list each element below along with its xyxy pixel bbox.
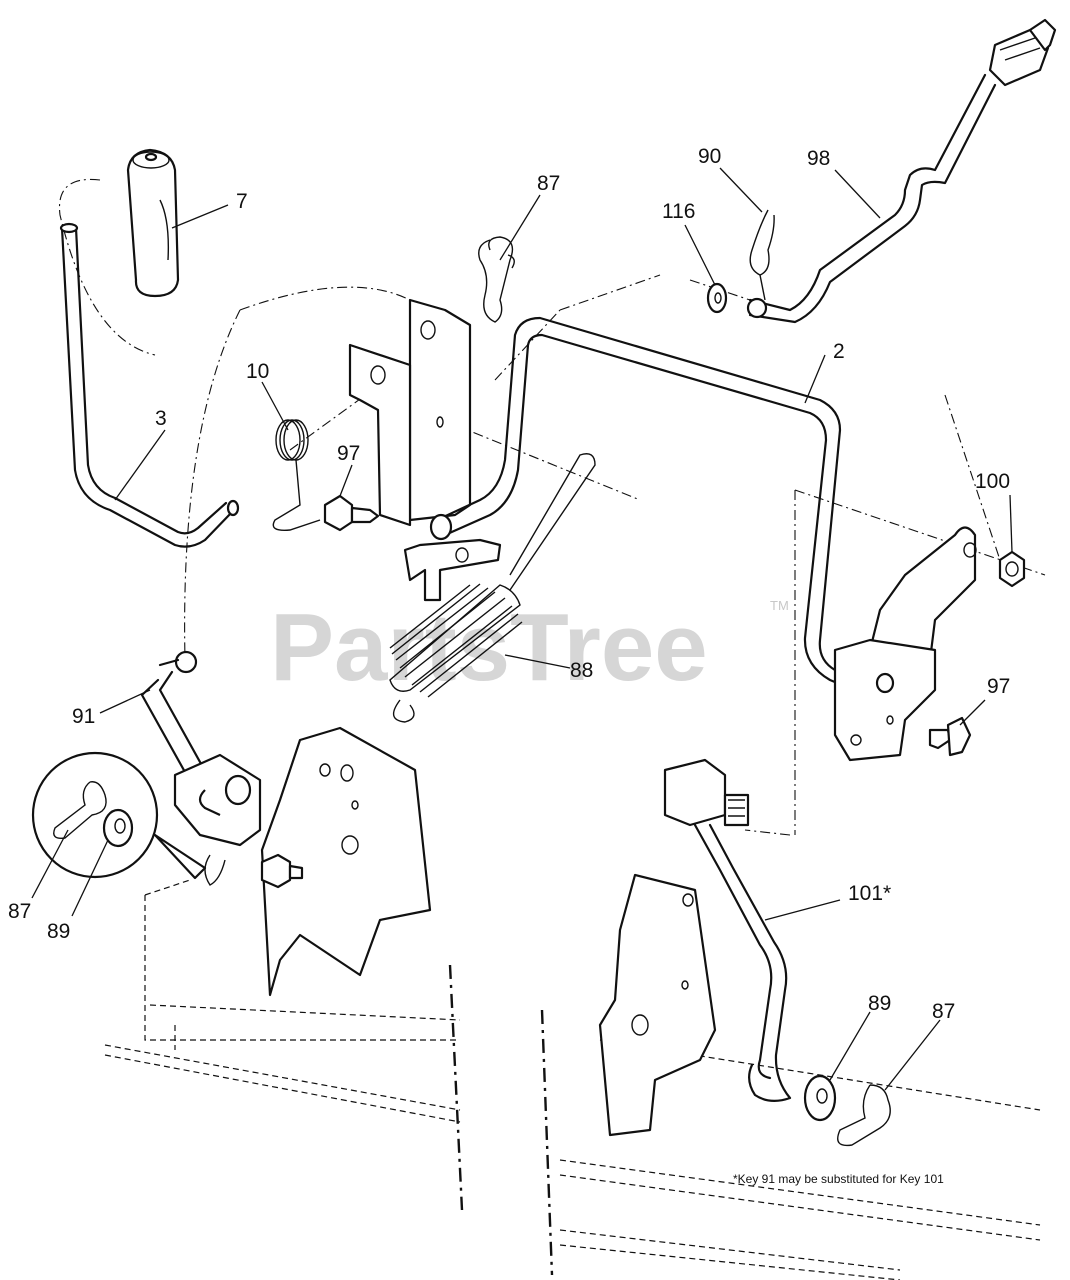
leader-lines — [31, 167, 1013, 1091]
left-fasteners — [204, 853, 304, 889]
hair-pin-right-part — [837, 1084, 891, 1147]
cotter-pin-part — [749, 209, 775, 301]
footnote: *Key 91 may be substituted for Key 101 — [733, 1172, 944, 1186]
callout-washer-left: 89 — [47, 920, 70, 943]
lift-shaft-part — [429, 316, 874, 697]
callout-lift-handle: 3 — [155, 407, 167, 430]
center-bracket-part — [348, 298, 502, 602]
callout-lift-link: 98 — [807, 147, 830, 170]
grip-part — [126, 148, 180, 298]
callout-torsion-spring: 10 — [246, 360, 269, 383]
callout-bolt-right: 97 — [987, 675, 1010, 698]
callout-nut: 100 — [975, 470, 1010, 493]
left-mount-bracket — [260, 726, 432, 997]
callout-lift-shaft: 2 — [833, 340, 845, 363]
callout-rod-left: 91 — [72, 705, 95, 728]
callout-washer-top: 116 — [662, 200, 695, 223]
callout-hair-pin-left: 87 — [8, 900, 31, 923]
callout-cotter-pin: 90 — [698, 145, 721, 168]
washer-top-part — [706, 282, 728, 314]
callout-grip: 7 — [236, 190, 248, 213]
callout-hair-pin-top: 87 — [537, 172, 560, 195]
rod-right-part — [663, 758, 792, 1102]
callout-labels: 7 3 10 87 97 116 90 98 2 100 88 97 91 87… — [8, 145, 1010, 1023]
callout-hair-pin-right: 87 — [932, 1000, 955, 1023]
watermark-trademark: TM — [770, 598, 789, 613]
assembly-centerlines — [58, 178, 1046, 836]
bolt-left-part — [323, 494, 380, 532]
bolt-right-part — [928, 716, 972, 757]
right-bracket-part — [833, 526, 977, 762]
lift-handle-part — [59, 222, 240, 548]
watermark-text: PartsTree — [270, 594, 708, 701]
deck-outline — [104, 879, 1041, 1280]
lift-link-part — [746, 18, 1057, 324]
detail-circle — [31, 751, 207, 880]
right-mount-bracket — [598, 873, 717, 1137]
hair-pin-top-part — [478, 236, 515, 323]
extension-spring-part — [389, 453, 596, 723]
rod-left-part — [140, 650, 262, 847]
callout-bolt-left: 97 — [337, 442, 360, 465]
nut-part — [998, 550, 1026, 588]
washer-right-part — [803, 1074, 837, 1122]
callout-washer-right: 89 — [868, 992, 891, 1015]
callout-rod-right: 101* — [848, 882, 891, 905]
torsion-spring-part — [272, 419, 321, 531]
callout-extension-spring: 88 — [570, 659, 593, 682]
